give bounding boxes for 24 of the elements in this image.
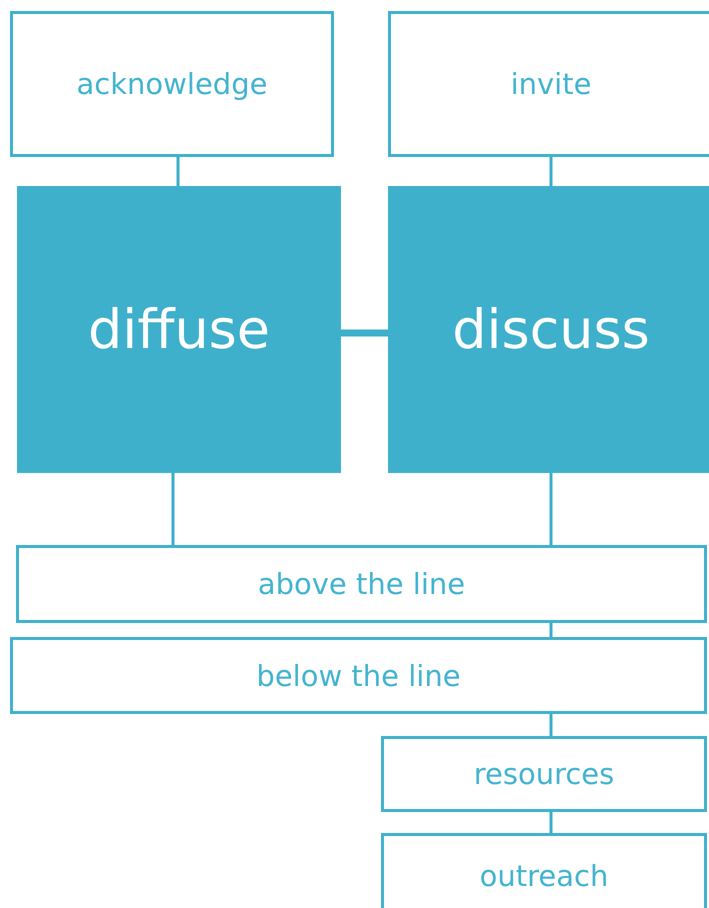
outlined-box [10, 637, 707, 714]
box-label: invite [510, 67, 592, 101]
connector-line [341, 330, 388, 336]
outlined-box [381, 833, 707, 908]
box-label: diffuse [88, 298, 270, 361]
outlined-box [10, 11, 334, 157]
connector-line [550, 473, 552, 545]
box-label: discuss [452, 298, 650, 361]
filled-box [17, 186, 341, 473]
connector-line [550, 812, 552, 833]
outlined-box [381, 736, 707, 812]
connector-line [550, 714, 552, 736]
connector-line [550, 623, 552, 637]
filled-box [388, 186, 709, 473]
outlined-box [16, 545, 707, 623]
outlined-box [388, 11, 709, 157]
box-label: above the line [258, 567, 466, 601]
connector-line [172, 473, 174, 545]
box-label: acknowledge [76, 67, 268, 101]
box-label: outreach [480, 858, 608, 892]
box-label: below the line [256, 658, 461, 692]
box-label: resources [474, 757, 614, 791]
connector-line [550, 157, 552, 186]
connector-line [176, 157, 180, 186]
